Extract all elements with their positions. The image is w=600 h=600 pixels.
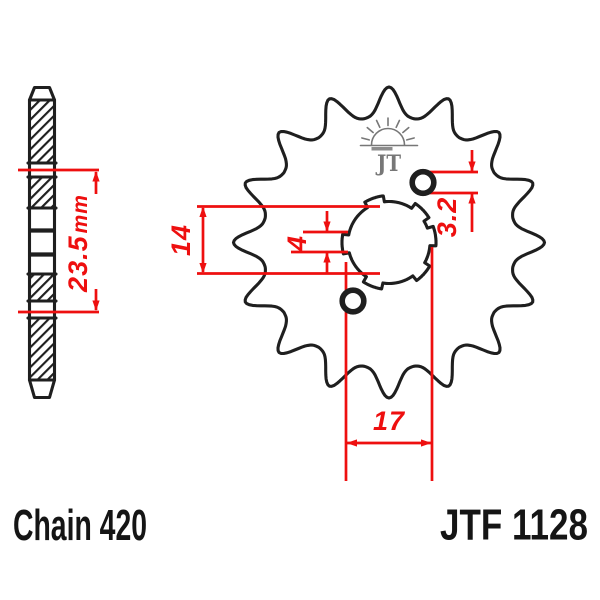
side-hatch-lower [30, 274, 54, 301]
bore-outline [340, 194, 438, 291]
bolt-hole-top [409, 168, 437, 197]
jt-logo-text: JT [375, 151, 401, 177]
side-view [26, 85, 58, 400]
sun-arc-icon [370, 127, 406, 146]
dim-bore-outer-label: 17 [373, 406, 406, 436]
side-section-lines [26, 98, 58, 382]
jt-logo: JT [359, 117, 419, 177]
side-hatch-bottom [30, 318, 54, 380]
side-hub-dividers [29, 228, 55, 257]
dim-stack-width: 23.5mm [18, 168, 100, 314]
sun-rays-icon [361, 117, 415, 141]
dim-spline-width-label: 4 [282, 235, 312, 252]
dim-bore-inner: 14 [166, 205, 380, 275]
bolt-hole-bottom [339, 287, 367, 315]
dim-stack-width-label: 23.5mm [63, 194, 93, 293]
sun-shade [371, 147, 393, 151]
side-hatch-upper [30, 177, 54, 208]
dim-spline-width: 4 [282, 211, 348, 274]
product-code-label: JTF 1128 [440, 501, 588, 550]
dim-bore-inner-label: 14 [166, 224, 196, 256]
side-hatch-top [30, 100, 54, 163]
dim-bolt-hole: 3.2 [429, 150, 478, 237]
front-view: JT [231, 85, 547, 400]
chain-type-label: Chain 420 [13, 501, 147, 550]
dim-bolt-hole-label: 3.2 [432, 197, 462, 238]
